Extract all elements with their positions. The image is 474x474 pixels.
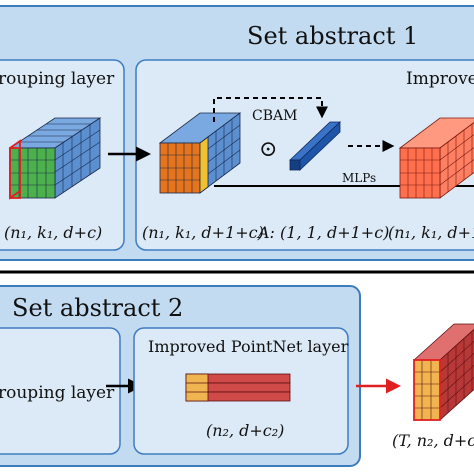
shape-label-n2-dc2: (n₂, d+c₂) [206,421,284,440]
output-tensor-cube-1 [398,117,474,199]
shape-label-n1-k1-dc: (n₁, k₁, d+c) [4,223,102,242]
shape-label-attention: A: (1, 1, d+1+c) [256,223,389,242]
elementwise-product-symbol: ⊙ [259,137,277,162]
grouped-tensor-cube-2 [158,112,242,194]
grouping-layer-label-1: rouping layer [0,69,115,89]
cbam-dashed-arrow [213,97,328,122]
grouping-layer-box-2 [0,327,121,455]
set-abstract-2-title: Set abstract 2 [12,294,183,322]
improved-layer-label-1: Improved [406,69,474,89]
pointnet-layer-label: Improved PointNet layer [148,337,349,356]
output-tensor-cube-2 [412,323,474,421]
mlps-label: MLPs [342,171,376,185]
shape-label-n1-k1-d1c-a: (n₁, k₁, d+1+c) [142,223,264,242]
grouping-layer-label-2: rouping layer [0,383,115,403]
grouped-tensor-cube-1 [8,117,102,200]
cbam-label: CBAM [252,108,297,124]
set-abstract-1-title: Set abstract 1 [247,22,418,50]
shape-label-output-2: (T, n₂, d+c [392,431,474,450]
attention-bar [288,121,342,171]
shape-label-output-1: (n₁, k₁, d+1 [388,223,474,242]
feature-bars [185,373,291,402]
